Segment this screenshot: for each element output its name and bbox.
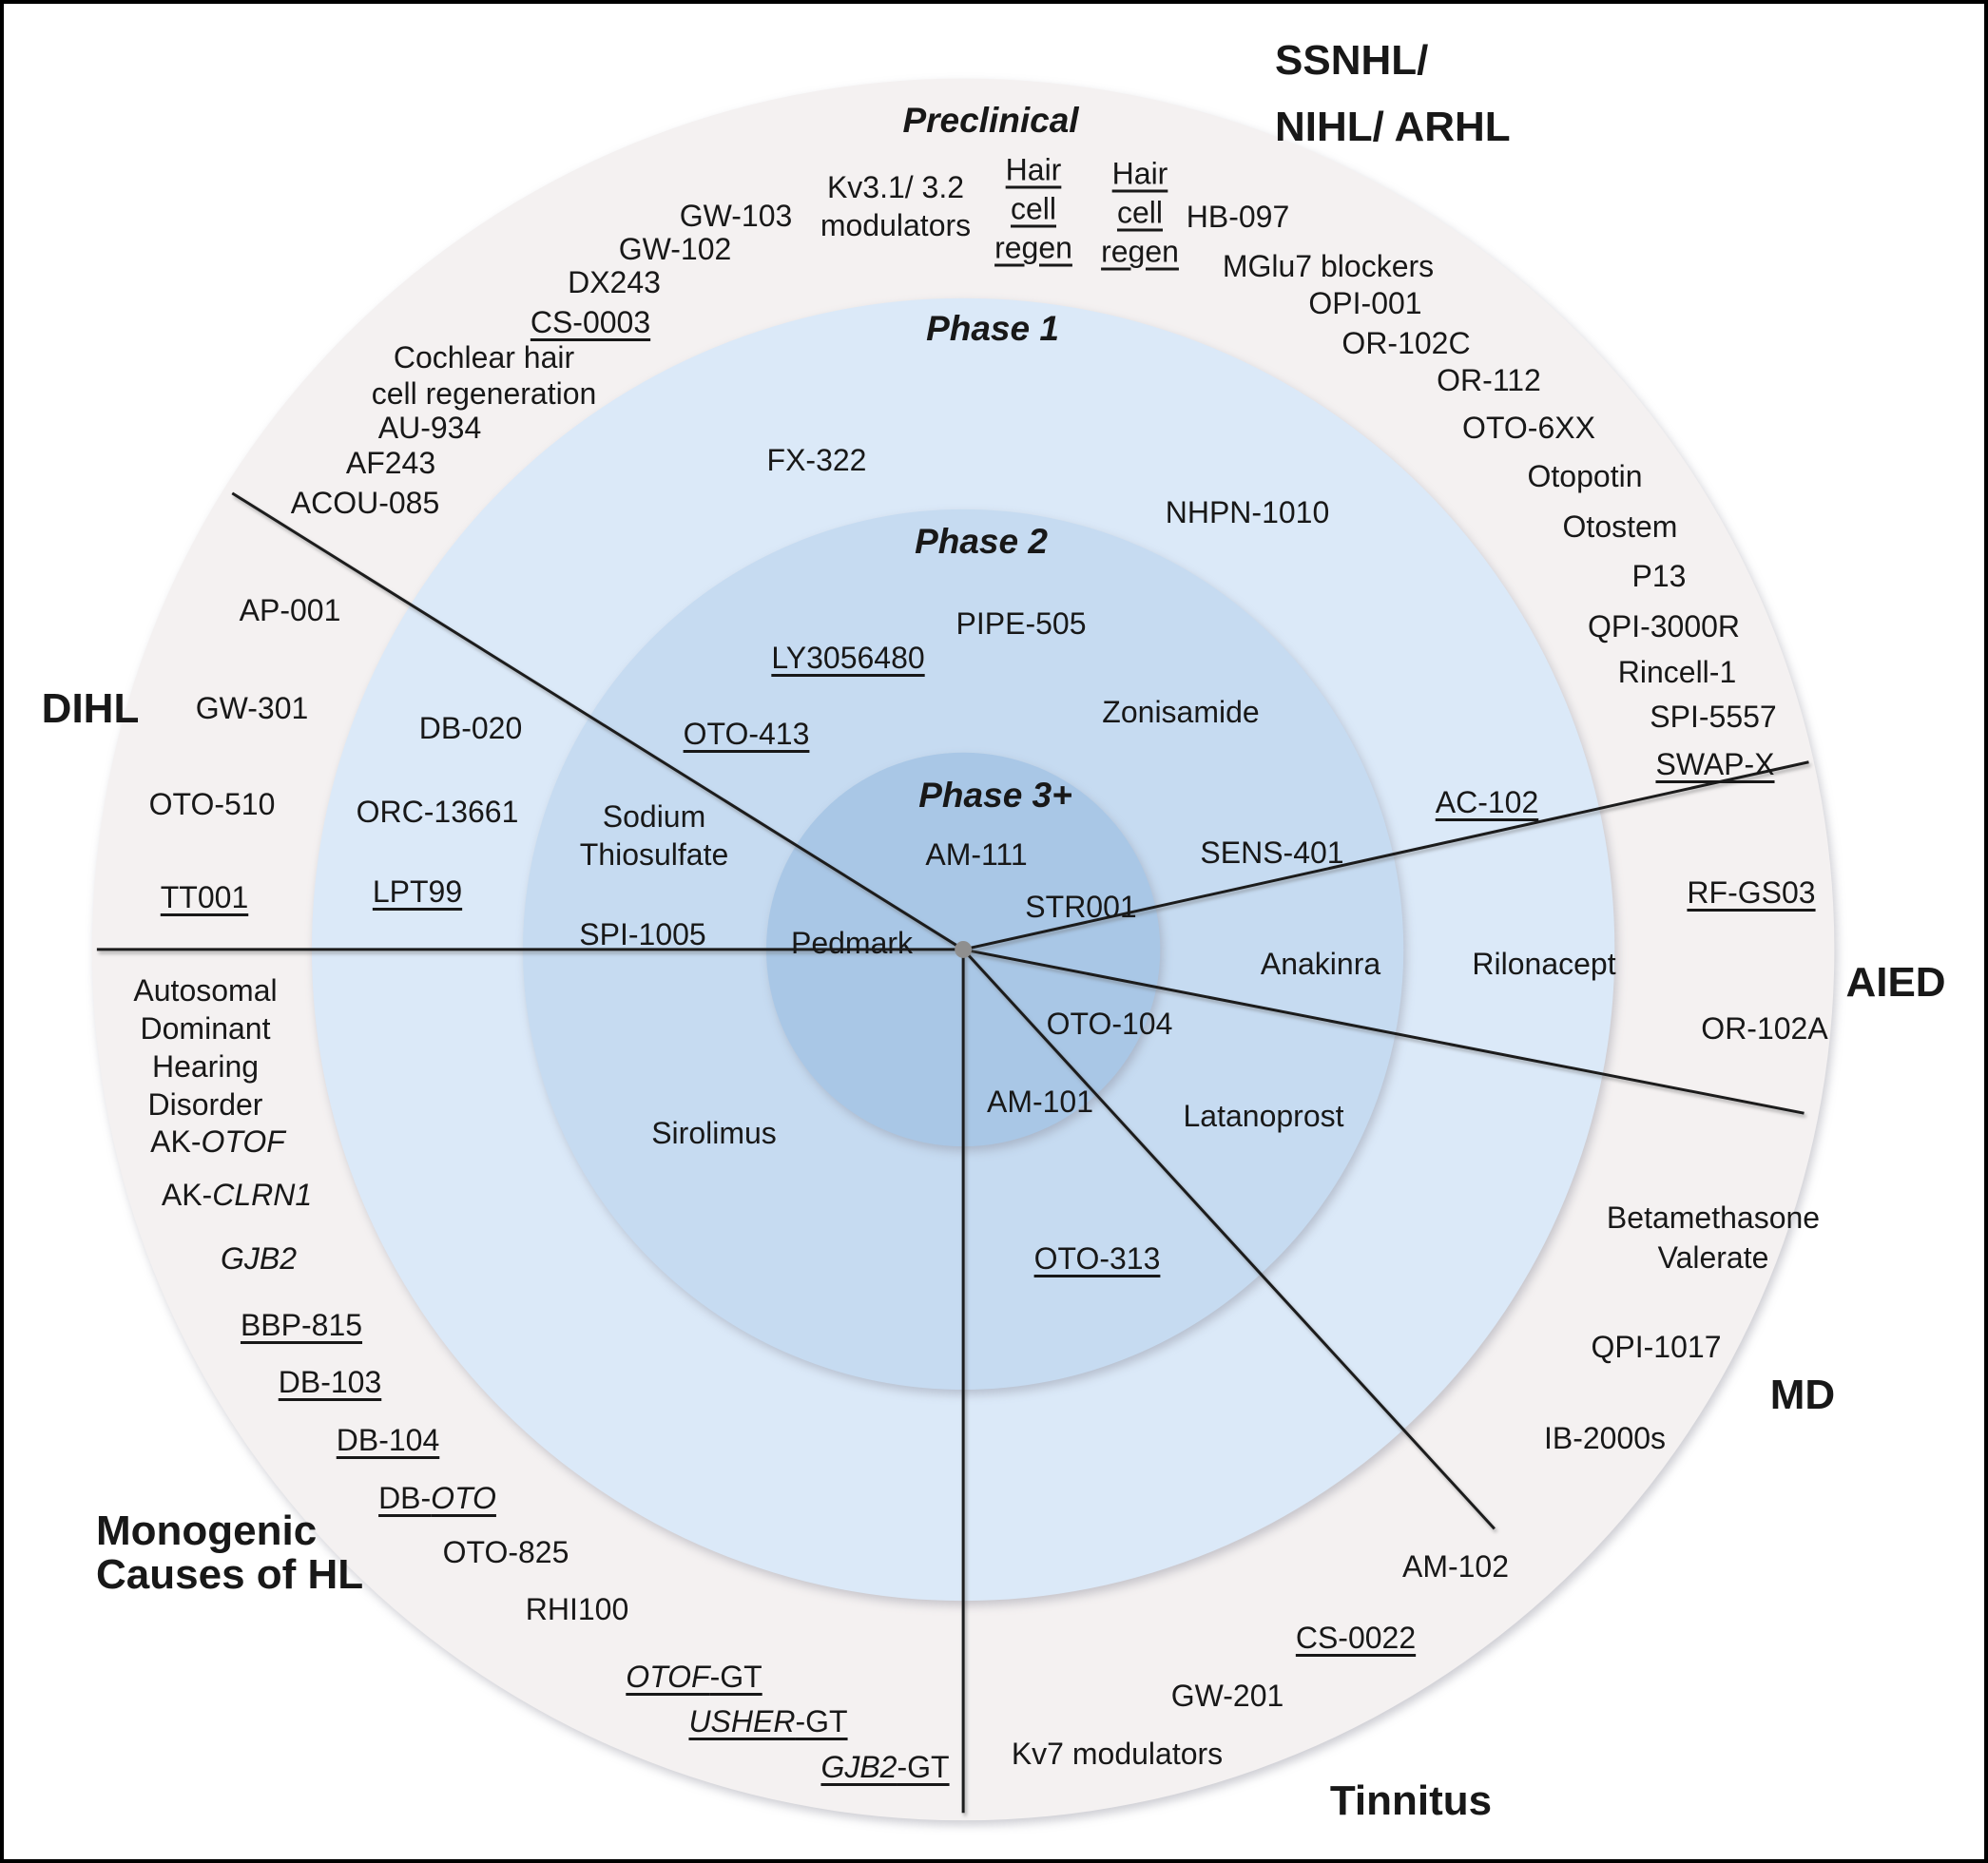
phase-label-preclinical: Preclinical [902, 101, 1079, 140]
drug-or-112: OR-112 [1437, 363, 1541, 397]
drug-dx243: DX243 [568, 265, 661, 299]
sector-line-md-aied [962, 948, 1805, 1115]
phase-label-2: Phase 2 [915, 522, 1048, 561]
drug-gjb2: GJB2 [220, 1241, 298, 1276]
drug-tt001: TT001 [160, 880, 249, 914]
drug-qpi-3000r: QPI-3000R [1587, 609, 1741, 643]
drug-opi-001: OPI-001 [1308, 286, 1422, 320]
sector-ssnhl-nihl-arhl: SSNHL/NIHL/ ARHL [1275, 37, 1511, 150]
sector-aied: AIED [1845, 959, 1946, 1006]
drug-ac-102: AC-102 [1435, 785, 1539, 819]
sector-tinnitus: Tinnitus [1329, 1777, 1493, 1824]
drug-sirolimus: Sirolimus [651, 1116, 777, 1150]
drug-oto-825: OTO-825 [442, 1535, 569, 1569]
drug-pedmark: Pedmark [790, 926, 914, 960]
drug-or-102c: OR-102C [1341, 326, 1471, 360]
drug-gw-301: GW-301 [195, 691, 309, 725]
drug-acou-085: ACOU-085 [290, 486, 440, 520]
drug-am-102: AM-102 [1401, 1549, 1510, 1584]
sector-line-ssnhl-dihl [231, 491, 964, 951]
drug-rincell-1: Rincell-1 [1617, 655, 1737, 689]
sector-dihl: DIHL [41, 685, 140, 732]
drug-anakinra: Anakinra [1260, 947, 1381, 981]
drug-gw-103: GW-103 [679, 199, 793, 233]
drug-pipe-505: PIPE-505 [955, 606, 1087, 641]
drug-orc-13661: ORC-13661 [356, 795, 519, 829]
drug-am-111: AM-111 [925, 837, 1028, 872]
drug-au-934: AU-934 [377, 411, 482, 445]
drug-cs-0022: CS-0022 [1295, 1621, 1417, 1655]
drug-or-102a: OR-102A [1701, 1011, 1828, 1046]
drug-oto-413: OTO-413 [683, 717, 810, 751]
drug-gw-102: GW-102 [618, 232, 732, 266]
drug-ly3056480: LY3056480 [771, 641, 925, 675]
drug-db-104: DB-104 [336, 1423, 440, 1457]
drug-cs-0003: CS-0003 [530, 305, 651, 339]
drug-ap-001: AP-001 [239, 593, 341, 627]
drug-gjb2-gt: GJB2-GT [820, 1750, 950, 1784]
drug-hb-097: HB-097 [1186, 200, 1290, 234]
drug-otof-gt: OTOF-GT [626, 1660, 762, 1694]
drug-oto-104: OTO-104 [1046, 1007, 1173, 1041]
drug-latanoprost: Latanoprost [1183, 1099, 1344, 1133]
drug-usher-gt: USHER-GT [688, 1704, 848, 1738]
sector-md: MD [1769, 1372, 1836, 1418]
drug-rhi100: RHI100 [525, 1592, 629, 1626]
drug-oto-6xx: OTO-6XX [1462, 411, 1595, 445]
drug-qpi-1017: QPI-1017 [1591, 1330, 1722, 1364]
drug-rilonacept: Rilonacept [1472, 947, 1616, 981]
diagram-geometry [91, 78, 1835, 1821]
drug-str001: STR001 [1025, 890, 1137, 924]
drug-sens-401: SENS-401 [1200, 835, 1344, 870]
drug-nhpn-1010: NHPN-1010 [1165, 495, 1330, 529]
phase-label-3: Phase 3+ [918, 776, 1072, 815]
phase-label-1: Phase 1 [926, 309, 1059, 348]
drug-zonisamide: Zonisamide [1102, 695, 1260, 729]
drug-spi-5557: SPI-5557 [1650, 700, 1777, 734]
drug-af243: AF243 [345, 446, 436, 480]
drug-fx-322: FX-322 [766, 443, 867, 477]
drug-oto-313: OTO-313 [1033, 1241, 1161, 1276]
drug-db-103: DB-103 [278, 1365, 382, 1399]
drug-am-101: AM-101 [986, 1085, 1094, 1119]
drug-p13: P13 [1631, 559, 1687, 593]
drug-ak-otof: AK-OTOF [150, 1124, 285, 1159]
drug-lpt99: LPT99 [372, 874, 463, 909]
sector-line-aied-ssnhl [962, 760, 1809, 951]
drug-swap-x: SWAP-X [1655, 747, 1775, 781]
drug-rf-gs03: RF-GS03 [1687, 875, 1816, 910]
drug-kv7-modulators: Kv7 modulators [1011, 1737, 1224, 1771]
drug-spi-1005: SPI-1005 [579, 917, 706, 951]
drug-ib-2000s: IB-2000s [1543, 1421, 1667, 1455]
drug-mglu7-blockers: MGlu7 blockers [1222, 249, 1435, 283]
drug-otostem: Otostem [1562, 509, 1678, 544]
drug-otopotin: Otopotin [1527, 459, 1643, 493]
drug-ak-clrn1: AK-CLRN1 [161, 1178, 313, 1212]
drug-oto-510: OTO-510 [148, 787, 276, 821]
hub-dot [955, 940, 973, 958]
drug-db-oto: DB-OTO [378, 1481, 496, 1515]
drug-db-020: DB-020 [418, 711, 523, 745]
drug-bbp-815: BBP-815 [240, 1308, 363, 1342]
drug-gw-201: GW-201 [1170, 1679, 1284, 1713]
sector-line-tinnitus-md [962, 948, 1496, 1530]
